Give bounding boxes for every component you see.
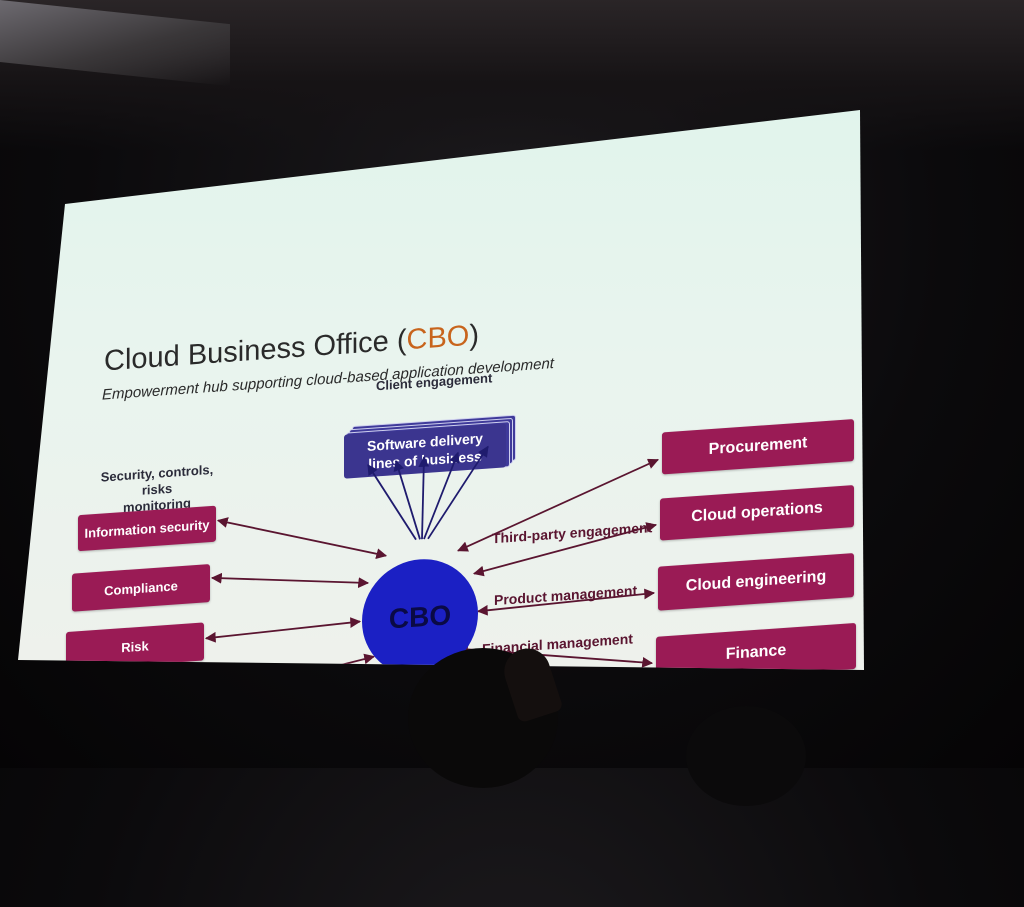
- reinvent-logo-text: re:Invent: [62, 746, 121, 768]
- arrow-cbo-to-delivery-4: [423, 451, 460, 540]
- arrow-info-security: [216, 517, 388, 560]
- arrow-risk: [204, 617, 362, 643]
- arrow-legal: [198, 653, 376, 670]
- arrow-procurement: [456, 458, 660, 552]
- arrow-cbo-to-delivery-5: [427, 445, 489, 540]
- arrow-cloud-engineering: [476, 588, 656, 616]
- reinvent-logo: AWS re:Invent: [62, 746, 120, 767]
- reinvent-logo-small: AWS: [62, 743, 76, 751]
- projection-screen: Cloud Business Office (CBO) Empowerment …: [18, 110, 864, 670]
- slide: Cloud Business Office (CBO) Empowerment …: [18, 110, 864, 767]
- aws-logo: aws: [788, 694, 836, 726]
- arrow-cbo-to-delivery-2: [393, 460, 421, 540]
- legal-box: Legal: [58, 683, 198, 733]
- arrow-cloud-operations: [472, 522, 658, 577]
- connector-arrows: [198, 445, 660, 670]
- audience-head-right: [686, 706, 806, 806]
- arrow-cbo-to-delivery-3: [418, 455, 430, 540]
- arrow-cbo-to-delivery-1: [367, 464, 417, 541]
- arrow-compliance: [210, 572, 370, 589]
